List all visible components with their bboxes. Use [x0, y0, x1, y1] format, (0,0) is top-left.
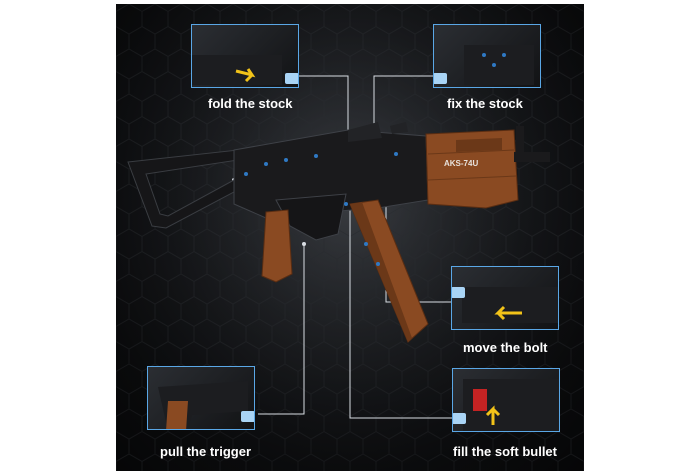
callout-panel-fix-stock: [433, 24, 541, 88]
connector-pull-trigger: [258, 244, 305, 415]
product-image-stage: AKS-74U fold the stock fix the stock mov…: [116, 4, 584, 471]
rifle-illustration: AKS-74U: [127, 122, 550, 343]
caption-fill-bullet: fill the soft bullet: [453, 444, 557, 459]
caption-fix-stock: fix the stock: [447, 96, 523, 111]
connector-fill-bullet: [349, 172, 454, 419]
arrow-icon: [485, 405, 501, 425]
magazine: [349, 199, 429, 343]
handguard: [425, 129, 519, 209]
receiver-marking: AKS-74U: [444, 159, 478, 168]
caption-fold-stock: fold the stock: [208, 96, 293, 111]
callout-panel-fold-stock: [191, 24, 299, 88]
arrow-icon: [235, 68, 256, 83]
callout-panel-pull-trigger: [147, 366, 255, 430]
callout-panel-fill-bullet: [452, 368, 560, 432]
connector-move-bolt: [385, 169, 451, 303]
caption-pull-trigger: pull the trigger: [160, 444, 251, 459]
receiver: [233, 122, 429, 241]
barrel: [514, 126, 550, 162]
caption-move-bolt: move the bolt: [463, 340, 548, 355]
arrow-icon: [494, 305, 522, 321]
pistol-grip: [261, 209, 293, 283]
callout-panel-move-bolt: [451, 266, 559, 330]
folding-stock: [127, 149, 239, 229]
